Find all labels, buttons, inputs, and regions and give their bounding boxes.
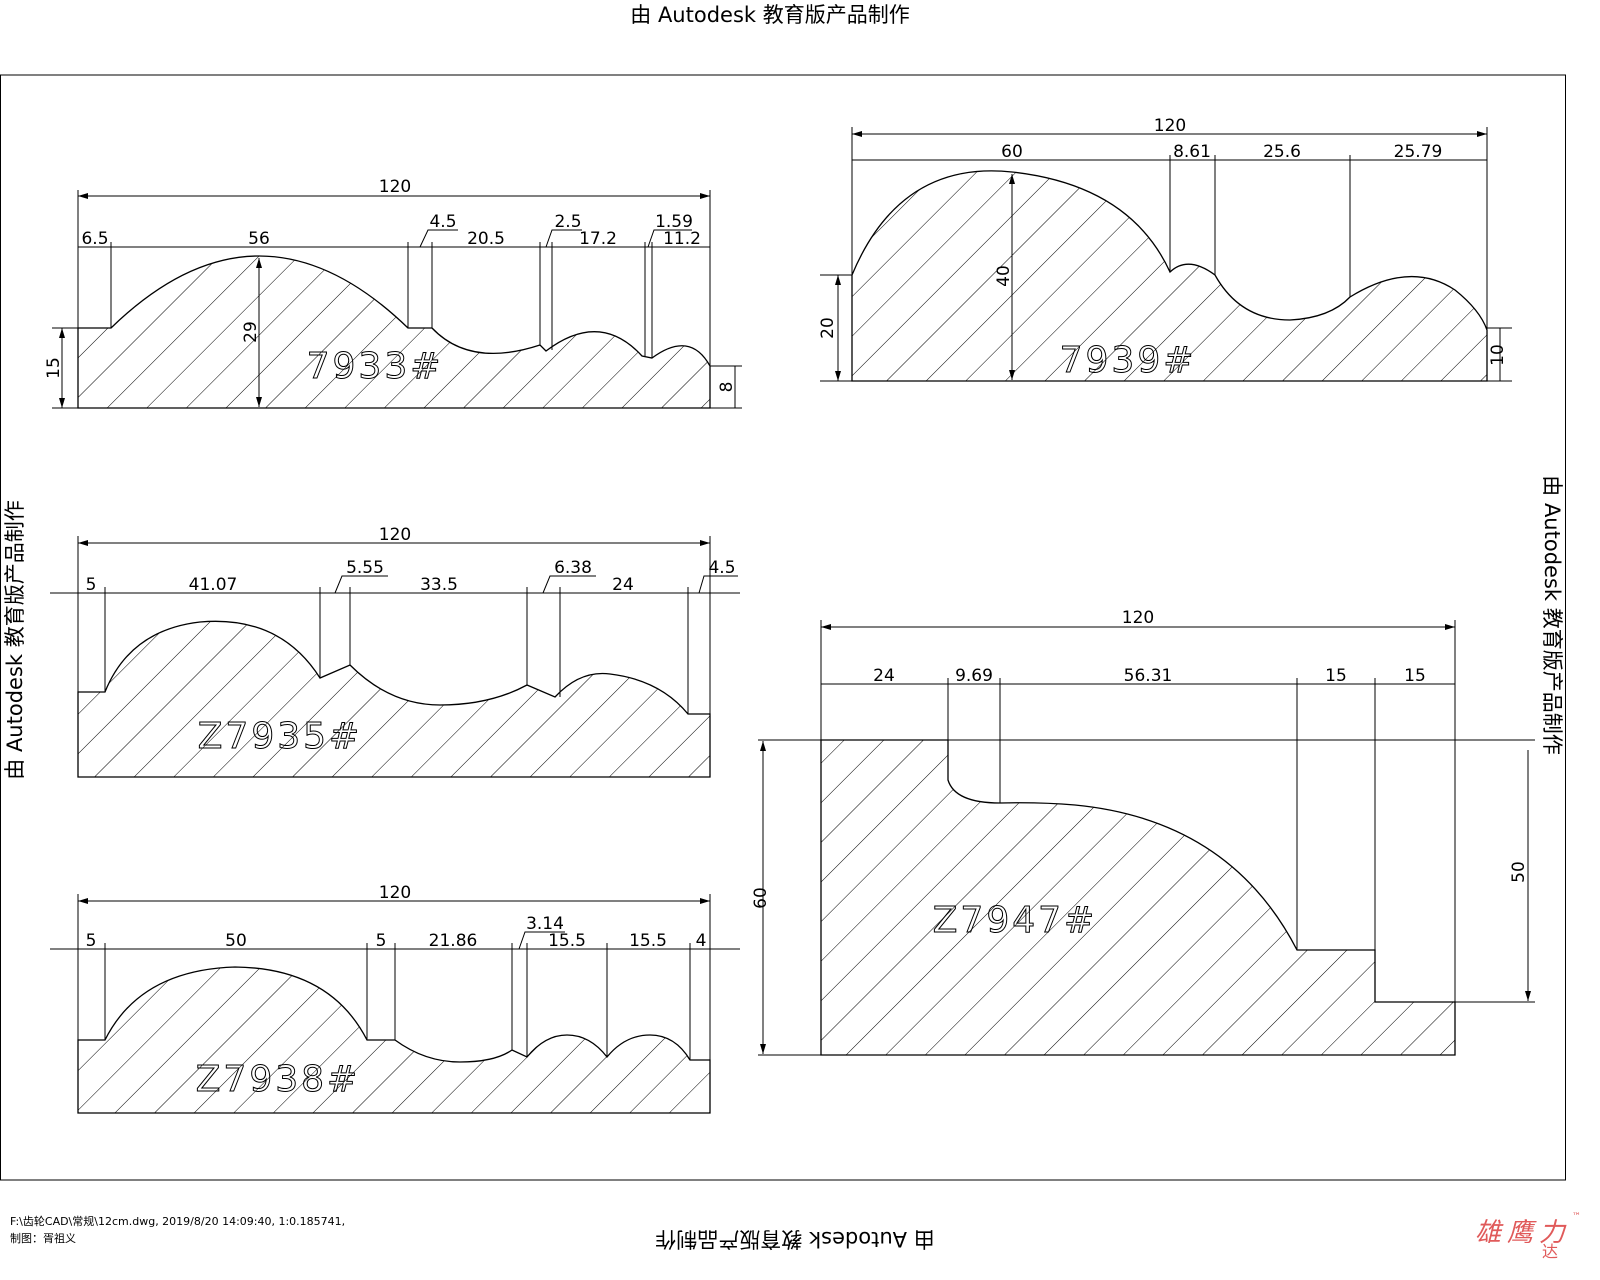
dim-label: 24	[873, 666, 895, 686]
profile-z7947: 120 24 9.69 56.31 15 15 60 50 Z7947#	[751, 608, 1535, 1056]
dim-label: 4.5	[429, 212, 456, 232]
dim-label: 120	[1122, 608, 1154, 628]
profile-7933: 120 6.5 56 4.5 20.5 2.5 17.2 1.59 11.2 2…	[44, 177, 742, 409]
dim-label: 25.79	[1394, 142, 1443, 162]
watermark-right: 由 Autodesk 教育版产品制作	[1540, 475, 1564, 754]
dim-label: 11.2	[663, 229, 701, 249]
dim-label: 8	[717, 382, 737, 393]
brand-logo: 雄鹰力	[1475, 1218, 1572, 1248]
dim-label: 120	[379, 525, 411, 545]
dim-label: 24	[612, 575, 634, 595]
dim-label: 8.61	[1173, 142, 1211, 162]
dim-label: 60	[1001, 142, 1023, 162]
file-path-info: F:\齿轮CAD\常规\12cm.dwg, 2019/8/20 14:09:40…	[10, 1215, 346, 1228]
brand-logo-sub: 达	[1542, 1242, 1559, 1261]
dim-label: 5.55	[346, 558, 384, 578]
dim-label: 4.5	[708, 558, 735, 578]
author-info: 制图：胥祖义	[10, 1232, 76, 1245]
watermark-left: 由 Autodesk 教育版产品制作	[3, 500, 27, 779]
dim-label: 1.59	[655, 212, 693, 232]
dim-label: 50	[225, 931, 247, 951]
profile-z7938: 120 5 50 5 21.86 3.14 15.5 15.5 4 Z7938#	[50, 883, 740, 1114]
dim-label: 33.5	[420, 575, 458, 595]
dim-label: 50	[1509, 861, 1529, 883]
dim-label: 20	[818, 317, 838, 339]
dim-label: 25.6	[1263, 142, 1301, 162]
profile-z7935: 120 5 41.07 5.55 33.5 6.38 24 4.5 Z7935#	[50, 525, 740, 778]
dim-label: 21.86	[429, 931, 478, 951]
dim-label: 9.69	[955, 666, 993, 686]
dim-label: 15.5	[548, 931, 586, 951]
dim-label: 41.07	[189, 575, 238, 595]
dim-label: 15	[1325, 666, 1347, 686]
dim-label: 6.38	[554, 558, 592, 578]
watermark-bottom: 由 Autodesk 教育版产品制作	[655, 1227, 934, 1251]
dim-label: 5	[86, 931, 97, 951]
profile-label: Z7947#	[933, 900, 1097, 941]
dim-label: 120	[379, 177, 411, 197]
dim-label: 20.5	[467, 229, 505, 249]
dim-label: 120	[379, 883, 411, 903]
dim-label: 15	[1404, 666, 1426, 686]
dim-label: 120	[1154, 116, 1186, 136]
dim-label: 10	[1488, 344, 1508, 366]
dim-label: 56	[248, 229, 270, 249]
dim-label: 15	[44, 357, 64, 379]
profile-label: 7933#	[307, 346, 444, 387]
dim-label: 4	[696, 931, 707, 951]
dim-label: 2.5	[554, 212, 581, 232]
dim-label: 29	[241, 321, 261, 343]
dim-label: 5	[376, 931, 387, 951]
dim-label: 6.5	[81, 229, 108, 249]
profile-label: Z7935#	[198, 716, 362, 757]
dim-label: 56.31	[1124, 666, 1173, 686]
dim-label: 17.2	[579, 229, 617, 249]
dim-label: 60	[751, 887, 771, 909]
dim-label: 15.5	[629, 931, 667, 951]
drawing-frame	[0, 74, 1566, 1181]
watermark-top: 由 Autodesk 教育版产品制作	[630, 3, 909, 27]
profile-label: 7939#	[1060, 340, 1197, 381]
dim-label: 40	[994, 265, 1014, 287]
profile-label: Z7938#	[196, 1059, 360, 1100]
profile-7939: 120 60 8.61 25.6 25.79 40 20 10 7939#	[818, 116, 1512, 382]
trademark-mark: ™	[1572, 1212, 1581, 1222]
dim-label: 3.14	[526, 914, 564, 934]
dim-label: 5	[86, 575, 97, 595]
